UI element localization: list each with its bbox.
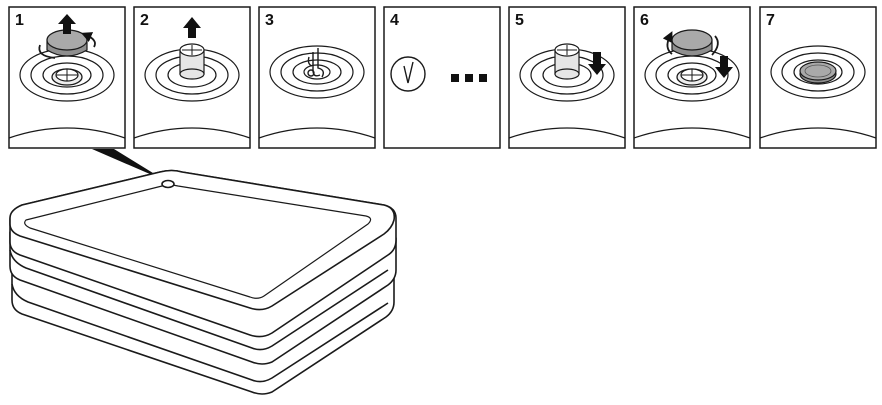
down-arrow-icon <box>588 52 606 75</box>
valve-opening-icon <box>161 179 175 189</box>
step-number: 5 <box>515 12 524 29</box>
down-arrow-icon <box>715 56 733 78</box>
mattress-surface-icon <box>759 45 877 139</box>
step-panel-6: 6 <box>633 6 751 149</box>
unscrew-rotate-arrow-icon <box>38 32 96 59</box>
up-arrow-icon <box>58 14 76 34</box>
mattress-surface-icon <box>258 45 376 139</box>
step-panel-3: 3 <box>258 6 376 149</box>
step-panel-2: 2 <box>133 6 251 149</box>
step-number: 6 <box>640 12 649 29</box>
step-number: 7 <box>766 12 775 29</box>
callout-pointer <box>92 149 166 181</box>
valve-base-icon <box>51 68 83 86</box>
up-arrow-icon <box>183 17 201 38</box>
step-panel-4: 4 <box>383 6 501 149</box>
screw-rotate-arrow-icon <box>662 31 719 56</box>
air-mattress-icon <box>9 169 397 395</box>
step-panel-1: 1 <box>8 6 126 149</box>
closed-valve-icon <box>799 61 837 84</box>
clock-icon <box>390 56 426 92</box>
step-number: 3 <box>265 12 274 29</box>
panel-frame <box>258 6 376 149</box>
step-panel-7: 7 <box>759 6 877 149</box>
step-number: 1 <box>15 12 24 29</box>
step-number: 2 <box>140 12 149 29</box>
step-panel-5: 5 <box>508 6 626 149</box>
valve-cap-icon <box>671 29 713 57</box>
step-number: 4 <box>390 12 399 29</box>
valve-base-icon <box>676 68 708 86</box>
valve-plug-icon <box>554 43 580 80</box>
valve-plug-icon <box>179 43 205 80</box>
ellipsis-icon <box>451 74 487 82</box>
inflate-pump-nozzle-icon <box>307 48 325 78</box>
